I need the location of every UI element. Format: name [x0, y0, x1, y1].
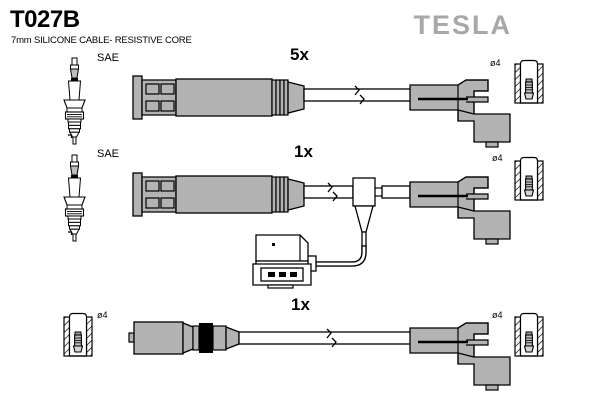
assembly-row-2: [63, 154, 544, 289]
sae-label-row-2: SAE: [97, 148, 120, 160]
terminal-diameter-label-row-1: ø4: [490, 58, 501, 68]
spark-plug-icon: [63, 57, 86, 145]
distributor-boot-row-3: [408, 321, 512, 392]
brand-logo: TESLA: [413, 10, 512, 40]
quantity-label-row-1: 5x: [290, 45, 309, 64]
cable-row-1: [303, 85, 413, 105]
spark-plug-icon: [63, 154, 86, 242]
coil-boot-row-3: [128, 321, 240, 355]
cable-branch-junction-row-2: [352, 177, 376, 247]
sae-label-row-1: SAE: [97, 52, 120, 64]
spark-plug-boot-row-2: [132, 172, 305, 217]
page-title: T027B: [10, 6, 80, 33]
spark-plug-boot-row-1: [132, 75, 305, 120]
cable-row-3: [238, 328, 413, 348]
assembly-row-1: [63, 57, 544, 149]
terminal-diameter-label-row-2: ø4: [492, 153, 503, 163]
3-pin-sensor-connector: [252, 234, 317, 289]
terminal-cross-section-row-3-right: [514, 312, 544, 357]
product-subtitle: 7mm SILICONE CABLE- RESISTIVE CORE: [11, 35, 192, 46]
terminal-cross-section-row-1: [514, 59, 544, 104]
distributor-boot-row-2: [408, 175, 512, 246]
quantity-label-row-2: 1x: [294, 142, 313, 161]
terminal-cross-section-row-2: [514, 156, 544, 201]
terminal-diameter-label-row-3-left: ø4: [97, 310, 108, 320]
terminal-diameter-label-row-3-right: ø4: [492, 310, 503, 320]
sensor-lead-row-2: [315, 245, 367, 267]
quantity-label-row-3: 1x: [291, 295, 310, 314]
distributor-boot-row-1: [408, 78, 512, 149]
terminal-cross-section-row-3-left: [63, 312, 93, 357]
assembly-row-3: [63, 312, 544, 392]
